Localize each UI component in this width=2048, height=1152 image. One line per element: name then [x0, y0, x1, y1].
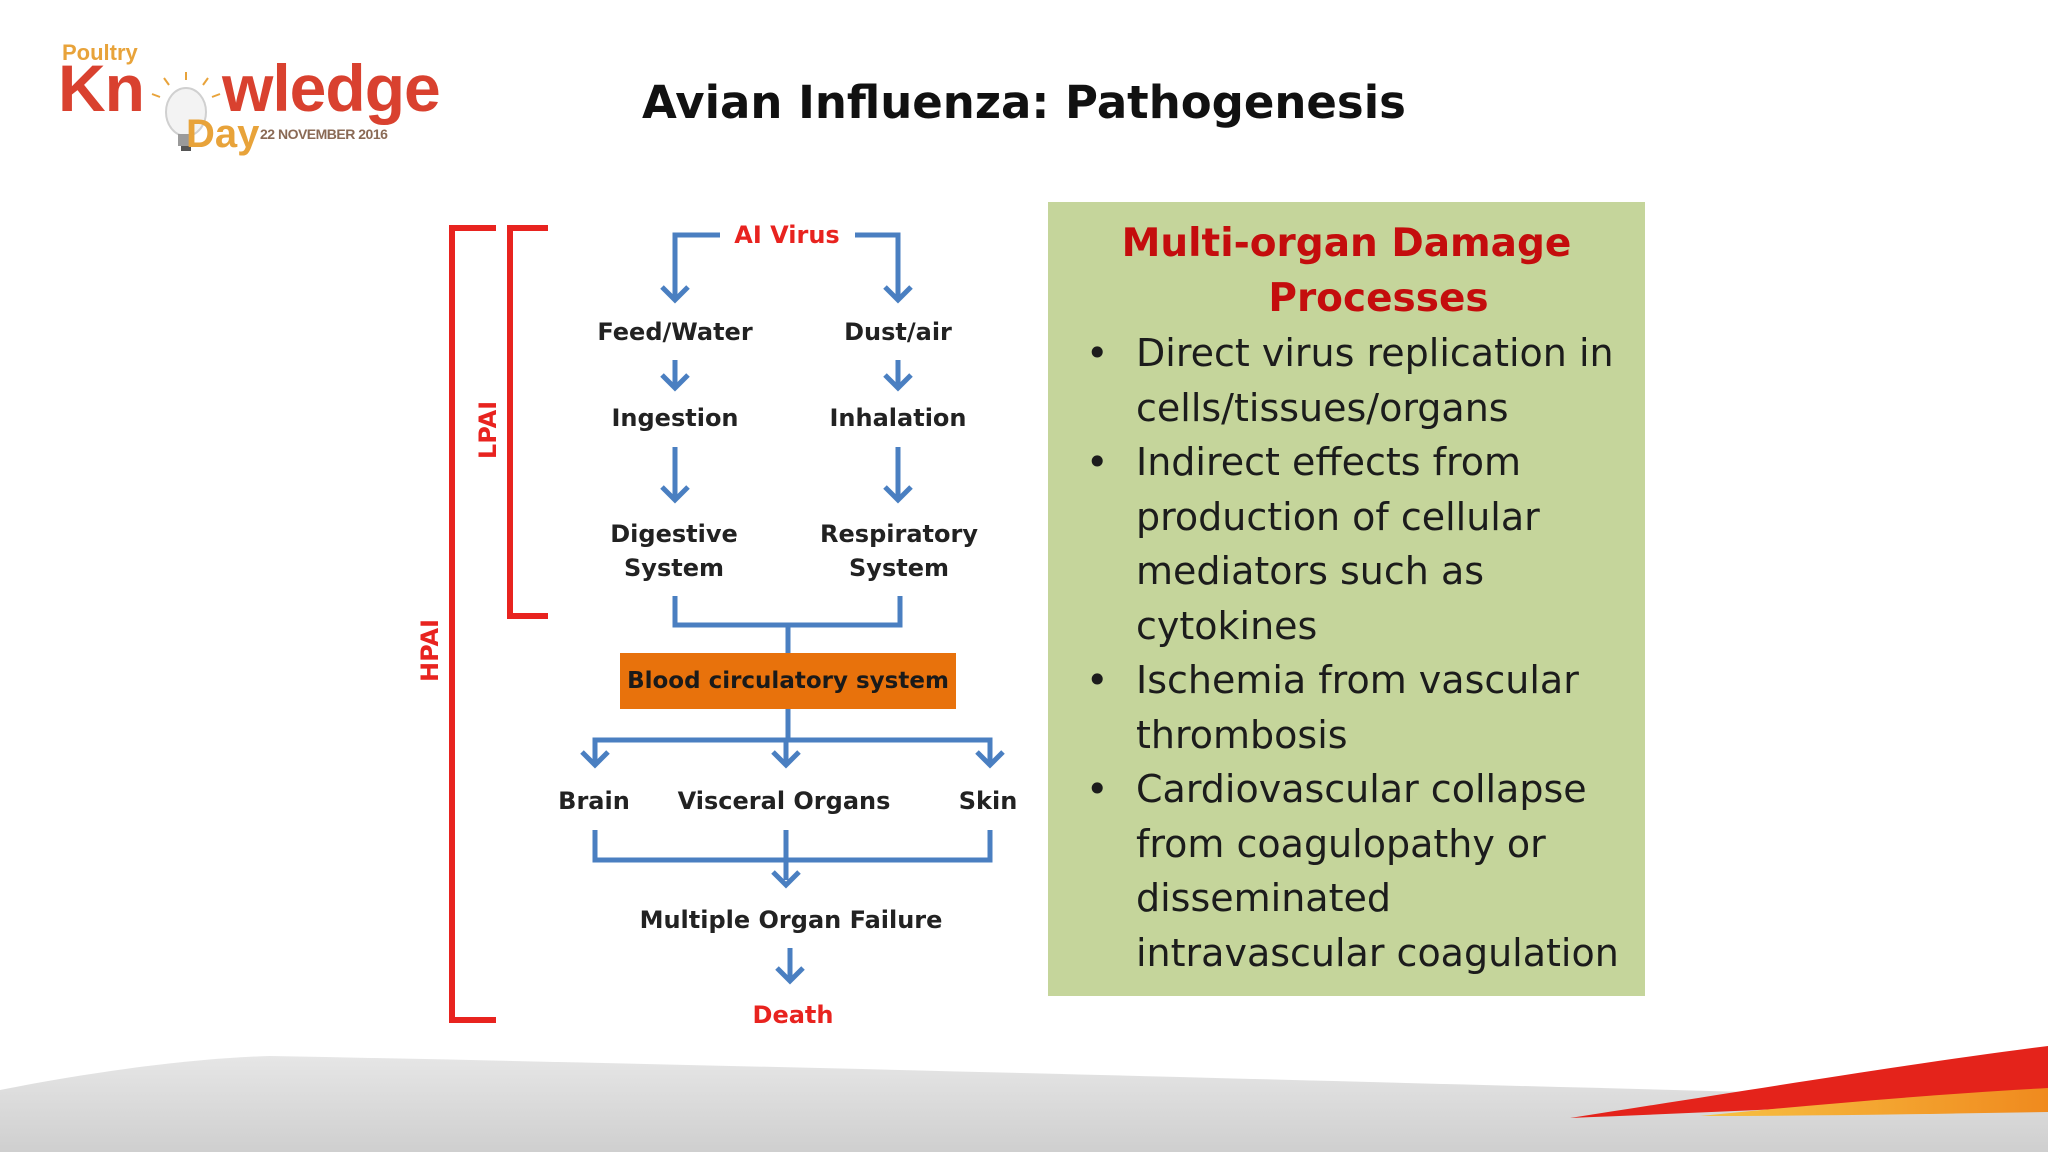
brain-label: Brain: [558, 787, 630, 815]
panel-title-line1: Multi-organ Damage: [1121, 221, 1572, 266]
blood-circulatory-system-box: Blood circulatory system: [620, 653, 956, 709]
visceral-organs-label: Visceral Organs: [677, 787, 891, 815]
lightbulb-icon: [151, 72, 221, 151]
bullet-text-line: cytokines: [1136, 603, 1318, 648]
panel-title-line2: Processes: [1268, 276, 1489, 321]
slide-title: Avian Influenza: Pathogenesis: [642, 76, 1406, 129]
logo-day-text: Day: [186, 112, 260, 156]
list-item: Direct virus replication in cells/tissue…: [1068, 326, 1625, 435]
feed-water-label: Feed/Water: [597, 318, 753, 346]
organs-split-connector: [592, 737, 993, 765]
orange-swoosh: [1700, 1088, 2048, 1116]
grey-swoosh: [0, 1056, 2048, 1152]
bullet-text-line: Indirect effects from: [1136, 440, 1522, 484]
respiratory-system-label: Respiratory System: [820, 517, 978, 585]
respiratory-line1: Respiratory: [820, 520, 978, 548]
ai-virus-label: AI Virus: [734, 221, 840, 249]
inhalation-label: Inhalation: [829, 404, 967, 432]
ingestion-label: Ingestion: [611, 404, 739, 432]
organs-join-connector: [592, 830, 993, 863]
bullet-text-line: mediators such as: [1136, 549, 1485, 593]
logo-date-text: 22 NOVEMBER 2016: [260, 126, 388, 142]
multiple-organ-failure-label: Multiple Organ Failure: [639, 906, 943, 934]
list-item: Ischemia from vascular thrombosis: [1068, 653, 1625, 762]
logo-kn-text: Kn: [58, 51, 145, 125]
death-label: Death: [752, 1001, 834, 1029]
lpai-bracket: [507, 225, 548, 619]
bullet-text-line: Direct virus replication in: [1136, 331, 1614, 375]
damage-process-list: Direct virus replication in cells/tissue…: [1068, 326, 1625, 980]
list-item: Cardiovascular collapse from coagulopath…: [1068, 762, 1625, 980]
virus-to-dust-connector: [855, 232, 901, 300]
bullet-text-line: disseminated: [1136, 876, 1391, 920]
logo-wledge-text: wledge: [222, 51, 441, 125]
bullet-text-line: intravascular coagulation: [1136, 930, 1619, 975]
bullet-text-line: from coagulopathy or: [1136, 821, 1546, 866]
knowledge-day-logo: Poultry Kn wledge Day 22 NOVEMBER 2016: [56, 40, 441, 170]
list-item: Indirect effects from production of cell…: [1068, 435, 1625, 653]
bullet-text-line: thrombosis: [1136, 712, 1348, 757]
digestive-line1: Digestive: [610, 520, 738, 548]
bullet-text-line: cells/tissues/organs: [1136, 385, 1509, 430]
hpai-bracket: [449, 225, 496, 1023]
digestive-line2: System: [624, 554, 724, 582]
virus-to-feed-connector: [672, 232, 720, 300]
logo-poultry-text: Poultry: [62, 40, 138, 65]
skin-label: Skin: [958, 787, 1018, 815]
bullet-text-line: Cardiovascular collapse: [1136, 767, 1587, 811]
multi-organ-damage-panel: Multi-organ Damage Processes Direct viru…: [1048, 202, 1645, 996]
bullet-text-line: production of cellular: [1136, 494, 1540, 539]
bullet-text-line: Ischemia from vascular: [1136, 658, 1579, 702]
digestive-system-label: Digestive System: [610, 517, 738, 585]
dust-air-label: Dust/air: [844, 318, 952, 346]
respiratory-line2: System: [849, 554, 949, 582]
